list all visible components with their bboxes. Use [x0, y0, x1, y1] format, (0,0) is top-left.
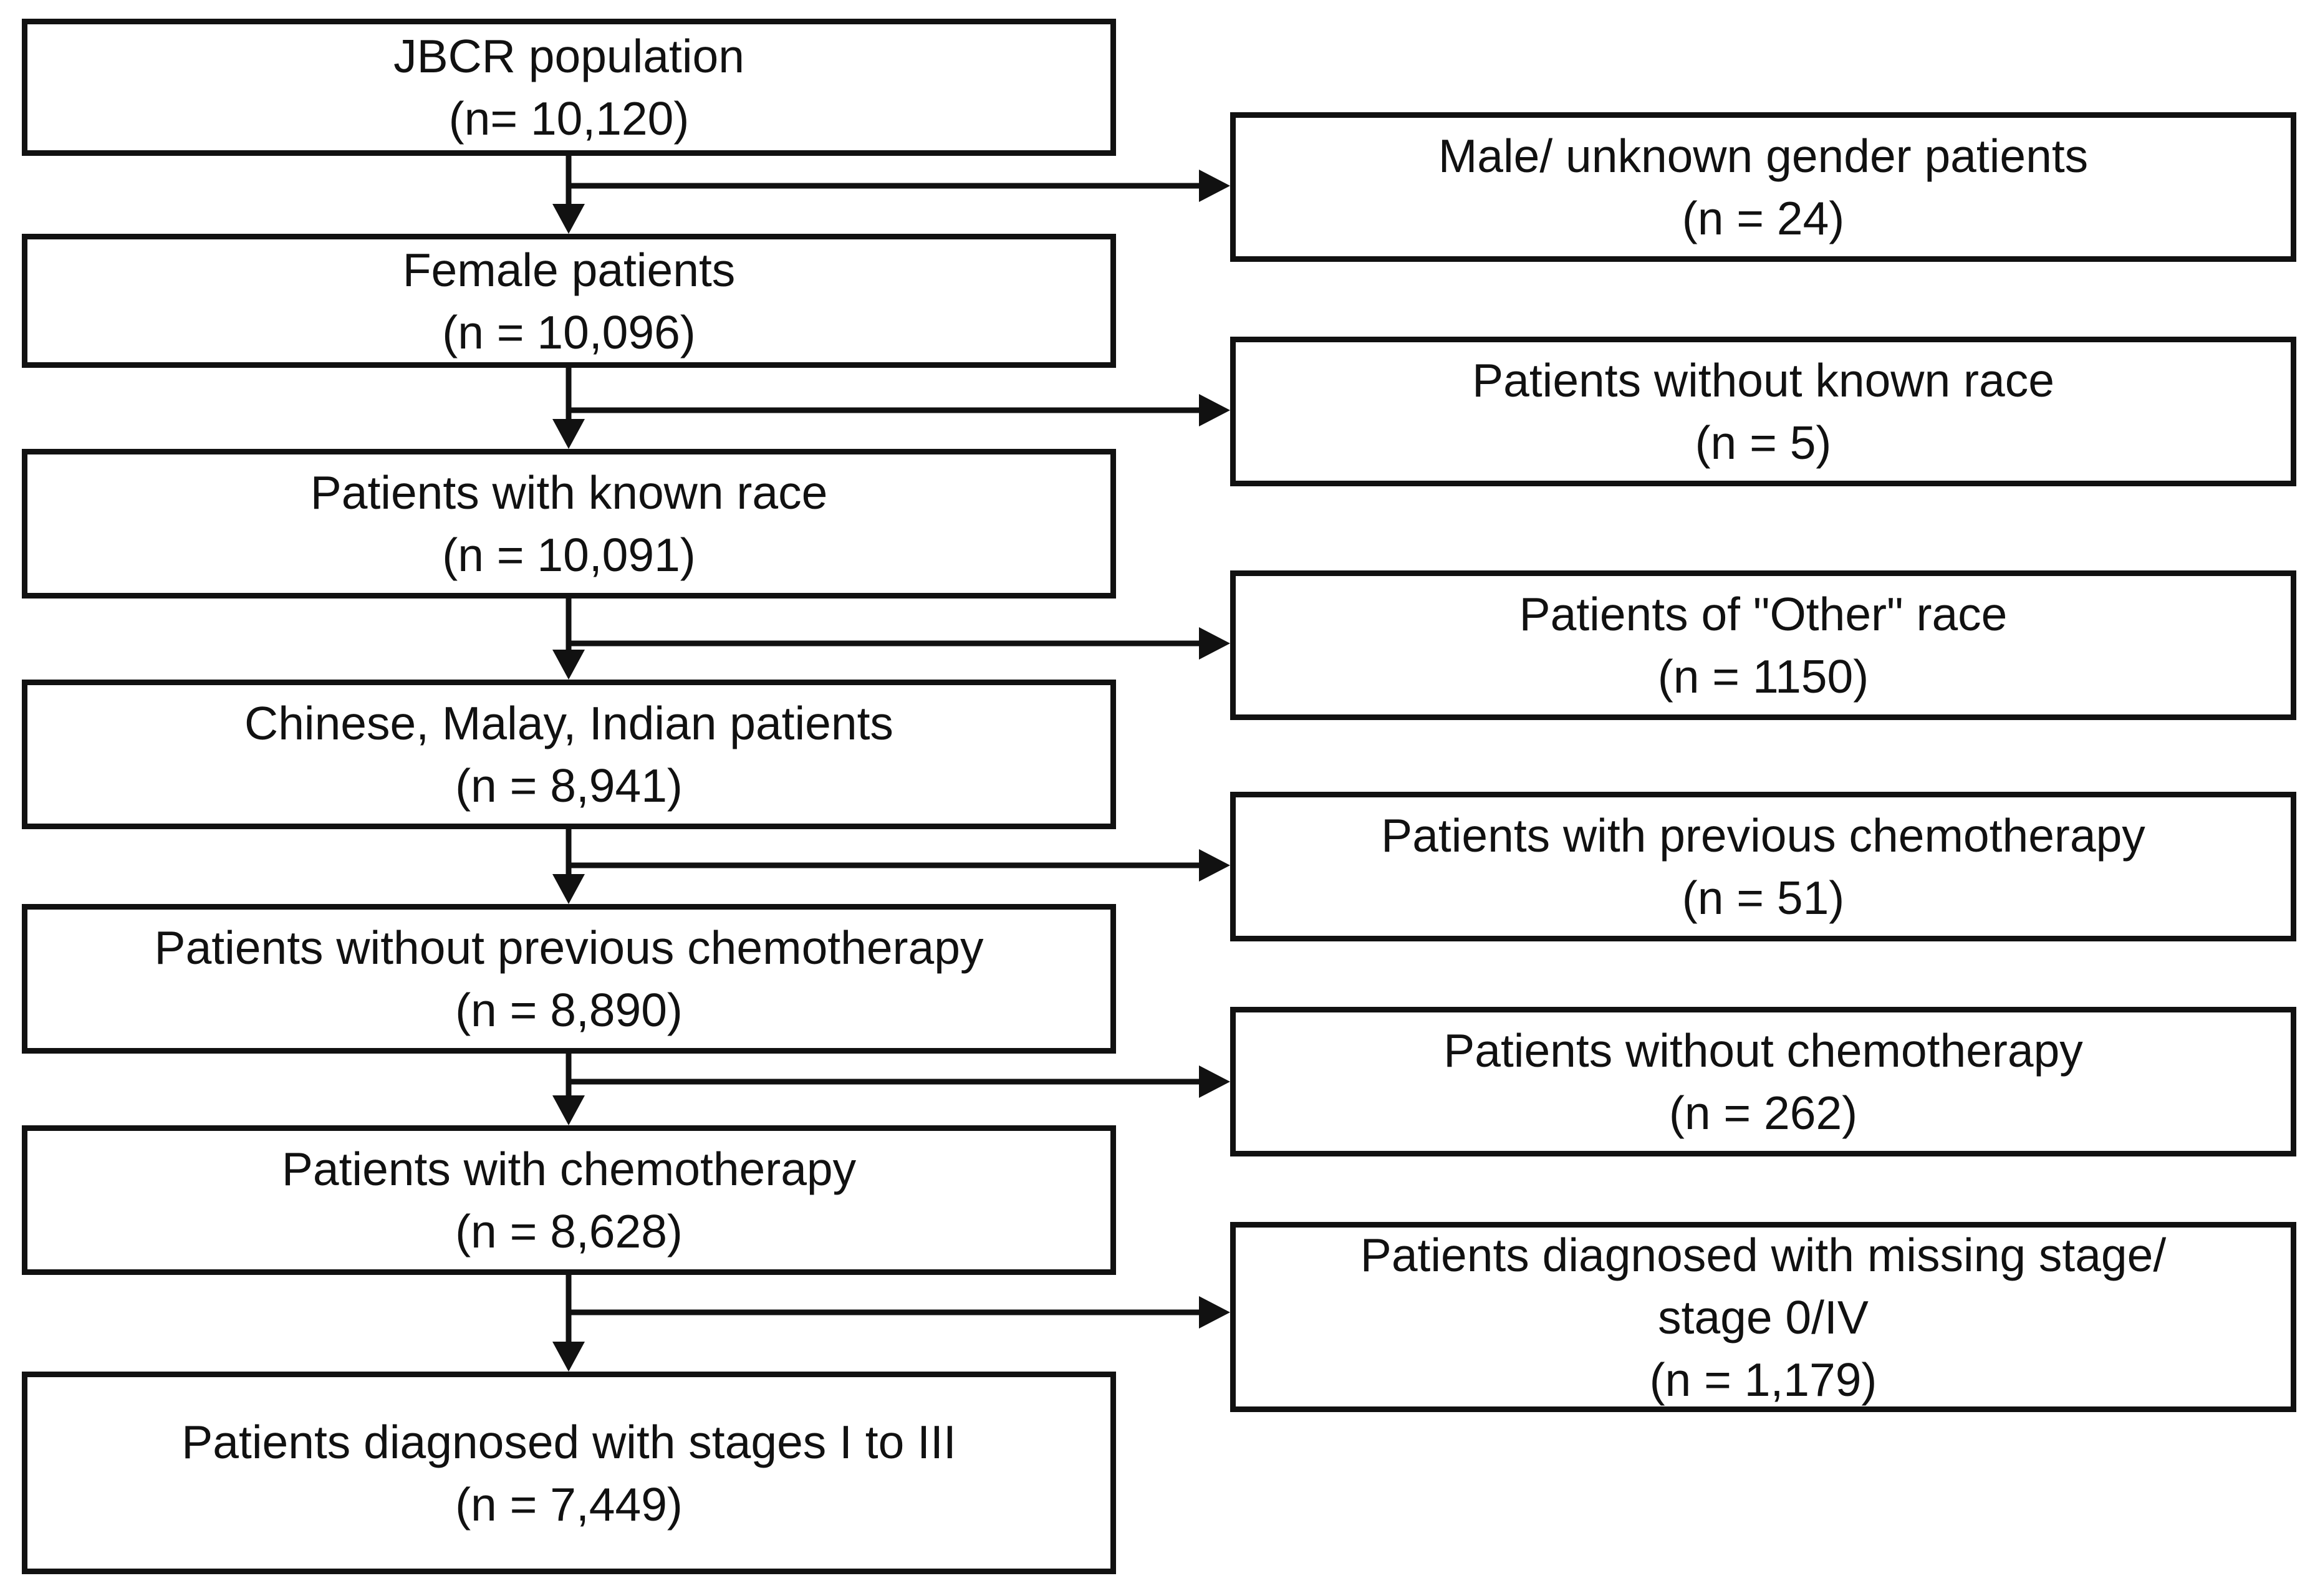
exclusion-box-previous-chemo: Patients with previous chemotherapy (n =… [1230, 792, 2296, 941]
exclusion-box-male-unknown-gender: Male/ unknown gender patients (n = 24) [1230, 112, 2296, 262]
exclusion-box-count: (n = 24) [1682, 192, 1845, 244]
branch-arrow-head [1199, 394, 1230, 426]
branch-arrow-head [1199, 1065, 1230, 1098]
main-box-count: (n = 7,449) [455, 1478, 683, 1531]
down-arrow-head [552, 419, 585, 449]
main-box-population: JBCR population (n= 10,120) [22, 19, 1116, 156]
exclusion-box-title-line2: stage 0/IV [1658, 1291, 1869, 1344]
down-arrow-head [552, 1342, 585, 1372]
main-box-count: (n = 8,941) [455, 759, 683, 812]
exclusion-box-unknown-race: Patients without known race (n = 5) [1230, 337, 2296, 486]
exclusion-box-count: (n = 1150) [1657, 650, 1869, 703]
main-box-title: Patients diagnosed with stages I to III [181, 1415, 956, 1468]
main-box-title: Patients with chemotherapy [281, 1143, 857, 1195]
down-arrow-head [552, 874, 585, 904]
main-box-count: (n = 8,890) [455, 984, 683, 1036]
main-box-with-chemo: Patients with chemotherapy (n = 8,628) [22, 1125, 1116, 1275]
down-arrow-head [552, 650, 585, 680]
exclusion-box-without-chemo: Patients without chemotherapy (n = 262) [1230, 1007, 2296, 1156]
exclusion-box-title: Male/ unknown gender patients [1438, 130, 2089, 182]
exclusion-box-count: (n = 5) [1695, 416, 1832, 469]
exclusion-box-count: (n = 51) [1682, 872, 1845, 924]
main-box-count: (n = 10,096) [442, 305, 696, 358]
branch-arrow-head [1199, 170, 1230, 202]
down-arrow-head [552, 204, 585, 234]
exclusion-box-other-race: Patients of "Other" race (n = 1150) [1230, 570, 2296, 720]
exclusion-box-title: Patients without chemotherapy [1443, 1024, 2083, 1077]
exclusion-box-title: Patients with previous chemotherapy [1381, 809, 2145, 862]
main-box-title: Female patients [402, 243, 736, 296]
main-box-no-previous-chemo: Patients without previous chemotherapy (… [22, 904, 1116, 1054]
down-arrow-head [552, 1095, 585, 1125]
exclusion-box-missing-stage: Patients diagnosed with missing stage/ s… [1230, 1222, 2296, 1412]
main-box-known-race: Patients with known race (n = 10,091) [22, 449, 1116, 598]
main-box-count: (n = 8,628) [455, 1205, 683, 1257]
exclusion-box-count: (n = 262) [1668, 1087, 1858, 1139]
main-box-female: Female patients (n = 10,096) [22, 234, 1116, 368]
branch-arrow-head [1199, 1296, 1230, 1329]
main-box-stages-i-iii: Patients diagnosed with stages I to III … [22, 1372, 1116, 1574]
main-box-chinese-malay-indian: Chinese, Malay, Indian patients (n = 8,9… [22, 680, 1116, 829]
exclusion-box-title: Patients of "Other" race [1519, 588, 2008, 640]
main-box-count: (n = 10,091) [442, 529, 696, 581]
main-box-title: Chinese, Malay, Indian patients [244, 697, 893, 749]
main-box-title: Patients with known race [310, 466, 828, 519]
exclusion-box-title: Patients without known race [1472, 354, 2054, 406]
branch-arrow-head [1199, 849, 1230, 882]
main-box-count: (n= 10,120) [448, 92, 690, 145]
exclusion-box-title: Patients diagnosed with missing stage/ [1360, 1228, 2167, 1281]
main-box-title: JBCR population [393, 30, 744, 82]
main-box-title: Patients without previous chemotherapy [154, 921, 984, 974]
branch-arrow-head [1199, 627, 1230, 660]
exclusion-box-count: (n = 1,179) [1649, 1353, 1877, 1406]
